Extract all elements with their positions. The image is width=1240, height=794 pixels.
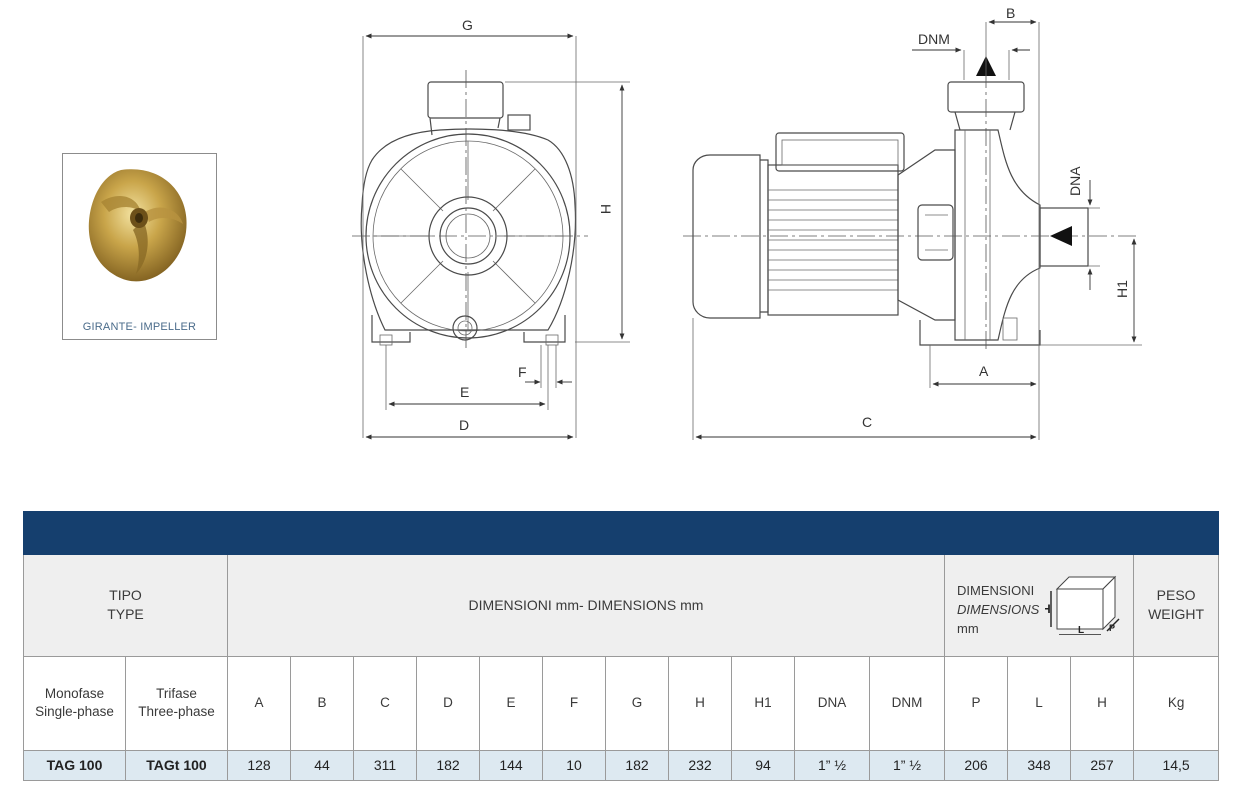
dim-label-h1: H1 <box>1114 280 1130 298</box>
type-header-it: TIPO <box>109 587 142 604</box>
dimensions-header: DIMENSIONI mm- DIMENSIONS mm <box>227 554 945 657</box>
three-phase-header: Trifase Three-phase <box>125 655 228 751</box>
table-cell: 10 <box>542 749 606 782</box>
dim-label-dnm: DNM <box>918 31 950 47</box>
column-header: H <box>1070 655 1134 751</box>
column-header: E <box>479 655 543 751</box>
table-header-row-2: Monofase Single-phase Trifase Three-phas… <box>23 655 1220 751</box>
table-cell: 14,5 <box>1132 749 1220 782</box>
column-header: F <box>542 655 606 751</box>
model-single-phase: TAG 100 <box>23 749 126 782</box>
type-header-en: TYPE <box>107 606 144 623</box>
single-phase-it: Monofase <box>44 685 105 701</box>
table-header-band <box>22 510 1220 556</box>
column-header: G <box>605 655 669 751</box>
packing-header: DIMENSIONI DIMENSIONS mm H L P <box>944 554 1134 657</box>
dim-label-dna: DNA <box>1067 166 1083 196</box>
spec-table: TIPO TYPE DIMENSIONI mm- DIMENSIONS mm D… <box>22 510 1220 782</box>
side-view: B DNM DNA H1 A C <box>683 5 1142 440</box>
single-phase-header: Monofase Single-phase <box>23 655 126 751</box>
dim-label-h: H <box>598 204 614 214</box>
weight-header: PESO WEIGHT <box>1132 554 1220 657</box>
column-header: L <box>1007 655 1071 751</box>
packing-line-2: DIMENSIONS <box>957 602 1040 617</box>
column-header: C <box>353 655 417 751</box>
impeller-card: GIRANTE- IMPELLER <box>62 153 217 340</box>
column-header: P <box>944 655 1008 751</box>
dim-label-c: C <box>862 414 872 430</box>
dim-label-d: D <box>459 417 469 433</box>
front-view: G H E F D <box>352 17 630 440</box>
dim-label-g: G <box>462 17 473 33</box>
column-header: H <box>668 655 732 751</box>
three-phase-en: Three-phase <box>138 704 215 720</box>
table-cell: 348 <box>1007 749 1071 782</box>
weight-header-it: PESO <box>1156 587 1196 604</box>
dim-label-f: F <box>518 364 527 380</box>
packing-line-1: DIMENSIONI <box>957 583 1035 599</box>
table-cell: 182 <box>416 749 480 782</box>
table-row: TAG 100 TAGt 100 128 44 311 182 144 10 1… <box>23 749 1220 782</box>
column-header: A <box>227 655 291 751</box>
single-phase-en: Single-phase <box>35 704 114 720</box>
table-cell: 44 <box>290 749 354 782</box>
impeller-caption: GIRANTE- IMPELLER <box>82 321 197 333</box>
table-cell: 128 <box>227 749 291 782</box>
table-header-row-1: TIPO TYPE DIMENSIONI mm- DIMENSIONS mm D… <box>23 554 1220 657</box>
table-cell: 206 <box>944 749 1008 782</box>
column-header: H1 <box>731 655 795 751</box>
packing-line-3: mm <box>957 620 979 636</box>
dim-label-e: E <box>460 384 469 400</box>
box-icon-l: L <box>1078 625 1084 635</box>
table-cell: 257 <box>1070 749 1134 782</box>
table-cell: 182 <box>605 749 669 782</box>
table-cell: 1” ½ <box>869 749 945 782</box>
table-cell: 232 <box>668 749 732 782</box>
column-header: DNA <box>794 655 870 751</box>
table-cell: 1” ½ <box>794 749 870 782</box>
weight-header-en: WEIGHT <box>1148 606 1205 623</box>
column-header: Kg <box>1132 655 1220 751</box>
column-header: DNM <box>869 655 945 751</box>
technical-drawing: G H E F D <box>352 5 1142 440</box>
three-phase-it: Trifase <box>156 685 197 701</box>
box-icon-p: P <box>1109 623 1115 633</box>
table-cell: 94 <box>731 749 795 782</box>
table-cell: 311 <box>353 749 417 782</box>
dim-label-b: B <box>1006 5 1015 21</box>
impeller-image <box>88 169 187 282</box>
column-header: D <box>416 655 480 751</box>
table-cell: 144 <box>479 749 543 782</box>
dim-label-a: A <box>979 363 989 379</box>
column-header: B <box>290 655 354 751</box>
box-icon: H L P <box>1045 575 1120 636</box>
header-band-cell <box>22 510 1220 556</box>
box-icon-h: H <box>1045 602 1051 616</box>
type-header: TIPO TYPE <box>23 554 228 657</box>
model-three-phase: TAGt 100 <box>125 749 228 782</box>
